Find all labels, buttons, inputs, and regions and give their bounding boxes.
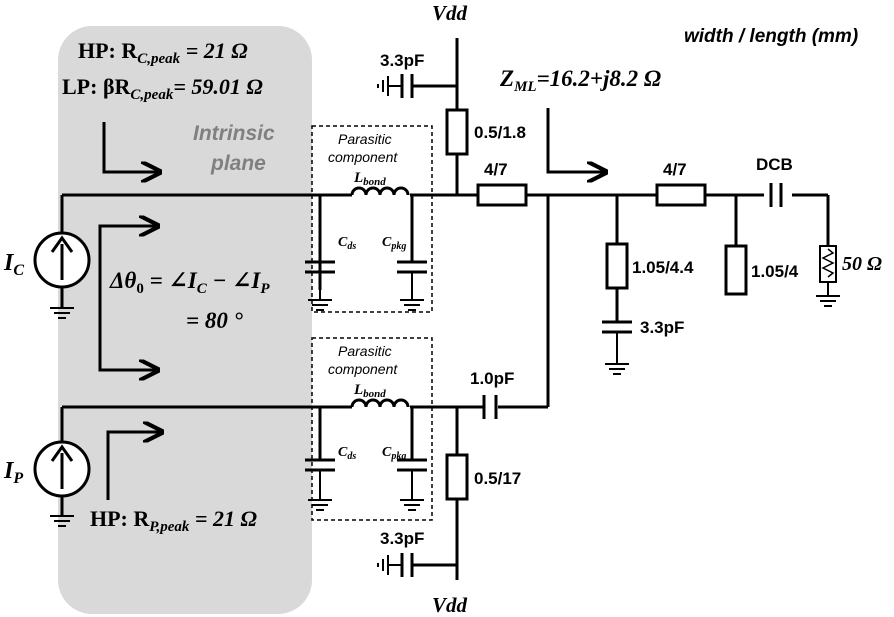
- carrier-lp-resistance: LP: βRC,peak= 59.01 Ω: [62, 74, 263, 103]
- phase-equation-line2: = 80 °: [186, 308, 244, 333]
- bottom-bypass-label: 3.3pF: [380, 529, 424, 548]
- peaking-cds-capacitor: [305, 458, 335, 500]
- bottom-bypass-capacitor: [388, 553, 457, 577]
- impedance-arrow: [546, 108, 606, 172]
- vdd-bottom-label: Vdd: [432, 593, 468, 617]
- peaking-cpkg-capacitor: [397, 407, 427, 500]
- dc-block-capacitor: [764, 183, 792, 207]
- peaking-parasitic-title-1: Parasitic: [338, 343, 392, 359]
- peaking-plane-arrow: [106, 432, 162, 500]
- intrinsic-plane-label-2: plane: [210, 152, 266, 175]
- units-note: width / length (mm): [684, 26, 858, 47]
- load-resistor: [819, 195, 837, 296]
- bottom-bypass-ground-icon: [377, 555, 389, 575]
- top-bypass-ground-icon: [377, 76, 389, 96]
- phase-equation-line1: Δθ0 = ∠IC − ∠IP: [109, 268, 270, 297]
- carrier-cds-label: Cds: [338, 235, 356, 252]
- carrier-bond-inductor: [350, 186, 410, 196]
- main-tline-label: 4/7: [484, 160, 508, 179]
- output-tline-label: 4/7: [663, 160, 687, 179]
- stub1-cap-label: 3.3pF: [640, 318, 684, 337]
- carrier-ground-icon: [50, 307, 74, 319]
- stub1-line: [605, 242, 629, 290]
- carrier-current-source: [33, 231, 91, 289]
- stub1-branch: [602, 195, 632, 364]
- stub1-label: 1.05/4.4: [632, 258, 694, 277]
- top-bypass-capacitor: [388, 74, 457, 98]
- impedance-label: ZML=16.2+j8.2 Ω: [499, 66, 661, 95]
- stub2-label: 1.05/4: [751, 262, 799, 281]
- peaking-bond-inductor: [350, 398, 410, 408]
- dcb-label: DCB: [756, 155, 793, 174]
- top-bypass-label: 3.3pF: [380, 51, 424, 70]
- load-label: 50 Ω: [842, 253, 882, 275]
- carrier-cpkg-capacitor: [397, 195, 427, 300]
- peaking-cds-label: Cds: [338, 445, 356, 462]
- phase-arrow-up: [98, 226, 158, 322]
- vdd-top-label: Vdd: [432, 1, 468, 25]
- carrier-lbond-label: Lbond: [353, 170, 386, 188]
- peaking-parasitic-title-2: component: [328, 361, 398, 377]
- carrier-peak-resistance: HP: RC,peak = 21 Ω: [78, 38, 248, 67]
- carrier-parasitic-title-1: Parasitic: [338, 131, 392, 147]
- carrier-cpkg-label: Cpkg: [382, 235, 406, 252]
- load-ground-icon: [816, 295, 840, 307]
- peaking-ground-icon: [50, 515, 74, 527]
- phase-arrow-down: [98, 322, 158, 370]
- peaking-parasitic-box: [311, 337, 433, 521]
- carrier-source-label: IC: [3, 250, 24, 279]
- intrinsic-plane-label-1: Intrinsic: [193, 122, 275, 145]
- peaking-lbond-label: Lbond: [353, 382, 386, 400]
- peaking-cpkg-ground-icon: [400, 499, 424, 511]
- intrinsic-plane-arrow: [102, 122, 160, 172]
- peaking-peak-resistance: HP: RP,peak = 21 Ω: [90, 506, 257, 535]
- peaking-source-label: IP: [3, 458, 23, 487]
- bottom-bias-line: [445, 453, 469, 501]
- carrier-parasitic-title-2: component: [328, 149, 398, 165]
- carrier-parasitic-box: [311, 125, 433, 313]
- top-bias-line: [445, 108, 469, 156]
- main-transmission-line: [476, 183, 528, 207]
- carrier-cpkg-ground-icon: [400, 299, 424, 311]
- output-transmission-line: [655, 183, 707, 207]
- coupling-capacitor: [482, 395, 498, 419]
- bottom-bias-label: 0.5/17: [474, 469, 521, 488]
- peaking-current-source: [33, 440, 91, 498]
- peaking-cpkg-label: Cpkg: [382, 445, 406, 462]
- top-bias-label: 0.5/1.8: [474, 123, 526, 142]
- stub1-ground-icon: [605, 363, 629, 375]
- coupling-cap-label: 1.0pF: [470, 369, 514, 388]
- carrier-cds-capacitor: [305, 260, 335, 300]
- stub2-line: [724, 244, 748, 296]
